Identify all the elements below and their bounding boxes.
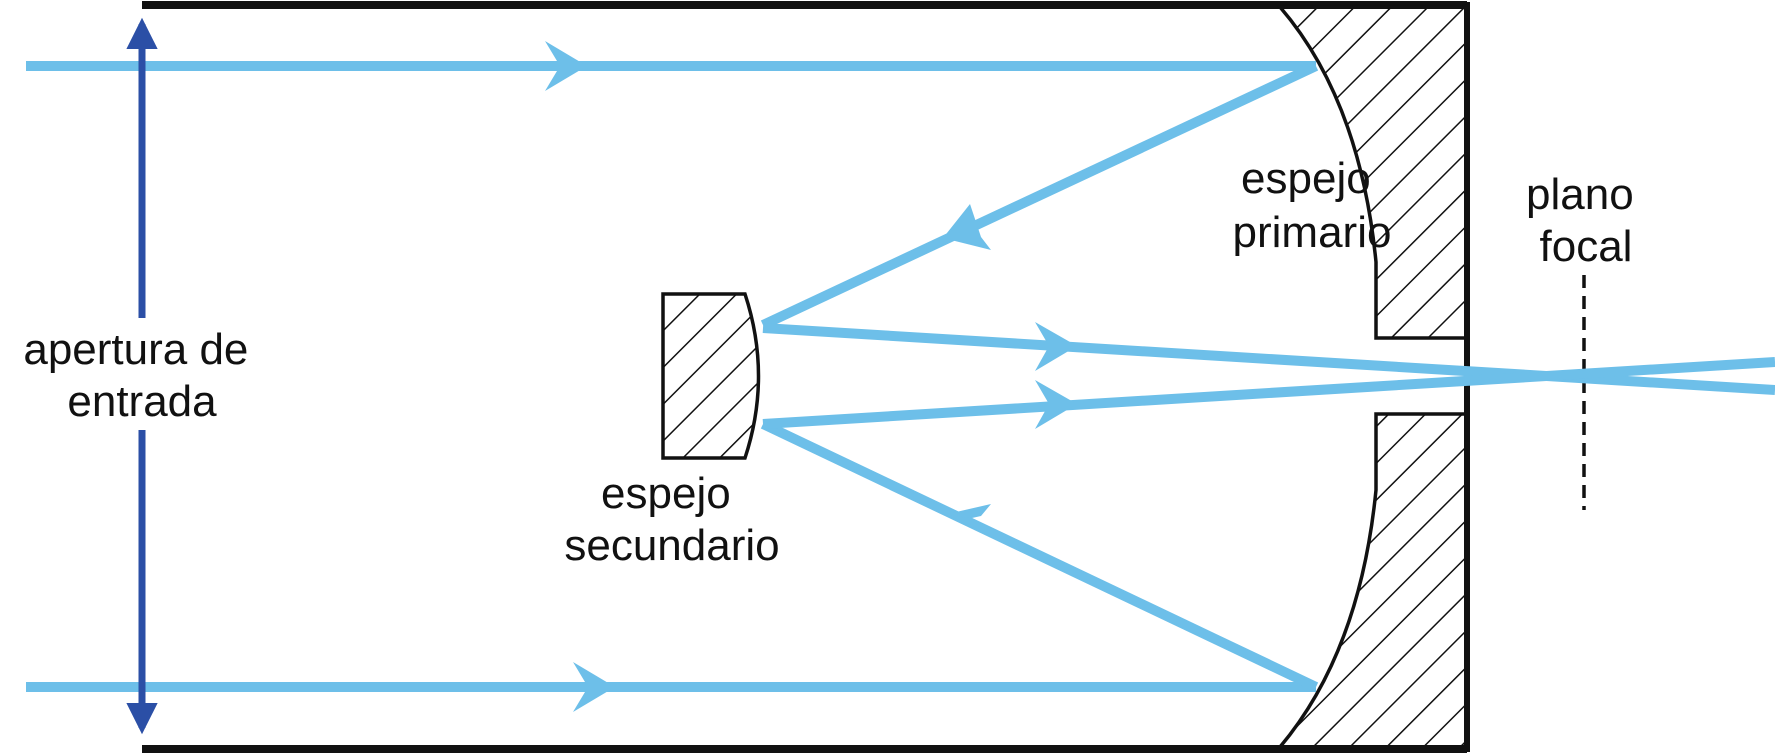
primary-mirror-upper — [1276, 5, 1469, 340]
primary-mirror-label-line1: espejo — [1241, 154, 1371, 203]
reflected-ray-top — [760, 61, 1319, 330]
primary-mirror-lower — [1276, 412, 1469, 749]
arrow-right-icon — [1035, 322, 1077, 371]
focal-plane-label-line2: focal — [1540, 222, 1633, 271]
primary-mirror — [1276, 2, 1470, 752]
telescope-tube — [142, 1, 1467, 753]
arrow-right-icon — [545, 41, 587, 91]
aperture-label-backdrop — [4, 318, 276, 430]
arrow-down-left-icon — [943, 204, 991, 250]
converging-ray-lower — [762, 357, 1775, 429]
entrance-aperture-label: apertura de entrada — [23, 325, 260, 426]
entrance-aperture-label-line2: entrada — [67, 377, 217, 426]
arrow-right-icon — [1035, 380, 1077, 429]
focal-plane-label-line1: plano — [1526, 170, 1634, 219]
entrance-aperture-label-line1: apertura de — [23, 325, 248, 374]
secondary-mirror-label: espejo secundario — [564, 469, 779, 570]
ray-arrowheads — [545, 41, 1077, 712]
secondary-mirror-label-line1: espejo — [601, 469, 731, 518]
converging-ray-upper — [762, 323, 1775, 395]
secondary-mirror-label-line2: secundario — [564, 521, 779, 570]
primary-mirror-label: espejo primario — [1233, 154, 1392, 257]
primary-mirror-label-line2: primario — [1233, 208, 1392, 257]
arrow-right-icon — [573, 662, 615, 712]
light-rays — [26, 61, 1775, 692]
reflected-ray-bottom — [760, 419, 1319, 692]
focal-plane-label: plano focal — [1526, 170, 1646, 271]
arrow-up-left-icon — [943, 504, 991, 518]
secondary-mirror — [661, 292, 761, 460]
